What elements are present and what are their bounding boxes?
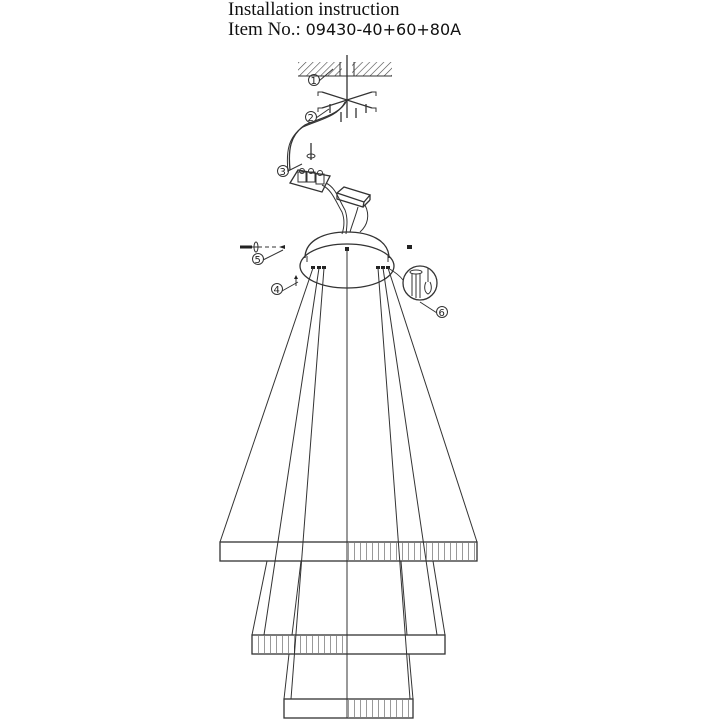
svg-text:6: 6 — [439, 308, 445, 319]
gripper-detail-bubble — [387, 265, 438, 301]
callout-5: 5 — [252, 249, 284, 266]
item-number-line: Item No.: 09430-40+60+80A — [228, 20, 461, 40]
svg-text:4: 4 — [274, 285, 280, 296]
ceiling — [298, 55, 392, 118]
suspension-wires — [219, 250, 478, 718]
ring-bottom — [283, 698, 414, 719]
callout-6: 6 — [419, 301, 448, 319]
led-driver — [321, 182, 372, 235]
callout-3: 3 — [277, 163, 303, 178]
callout-4: 4 — [271, 281, 299, 296]
svg-text:3: 3 — [280, 167, 286, 178]
canopy-screws — [240, 241, 412, 253]
callout-1: 1 — [308, 68, 334, 87]
svg-text:2: 2 — [308, 113, 314, 124]
callout-2: 2 — [305, 108, 330, 124]
item-label: Item No.: — [228, 19, 301, 40]
ring-top — [219, 541, 478, 562]
svg-text:5: 5 — [255, 255, 261, 266]
page-title: Installation instruction — [228, 0, 400, 20]
svg-text:1: 1 — [311, 76, 317, 87]
ring-middle — [251, 634, 446, 655]
wire-anchors — [294, 266, 390, 286]
terminal-block — [288, 143, 331, 193]
item-number: 09430-40+60+80A — [305, 20, 462, 39]
